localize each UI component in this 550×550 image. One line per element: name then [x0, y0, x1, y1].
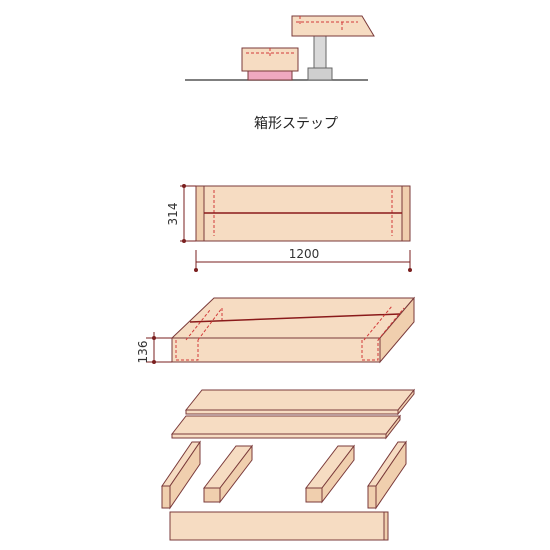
- iso-front: [171, 337, 381, 363]
- width-dimension: 1200: [194, 247, 412, 272]
- bench-post: [313, 35, 327, 71]
- iso-right: [379, 296, 415, 364]
- depth-label: 314: [166, 203, 180, 226]
- plan-view: [195, 185, 411, 242]
- isometric-view: [170, 296, 416, 364]
- depth-dimension: 314: [166, 184, 196, 243]
- plan-end-right: [401, 185, 411, 242]
- front-board: [169, 511, 385, 541]
- top-board-2: [170, 415, 402, 435]
- height-dimension: 136: [136, 332, 172, 364]
- usage-illustration: [185, 15, 375, 81]
- exploded-parts: [161, 388, 416, 541]
- iso-center-line: [189, 313, 401, 323]
- bench-seat: [291, 15, 375, 37]
- top-board-1: [184, 389, 416, 411]
- diagram-title: 箱形ステップ: [254, 116, 338, 132]
- width-label: 1200: [289, 247, 320, 261]
- bench-foot: [307, 67, 333, 81]
- height-label: 136: [136, 341, 150, 364]
- plan-end-left: [195, 185, 205, 242]
- step-box-icon: [241, 47, 299, 72]
